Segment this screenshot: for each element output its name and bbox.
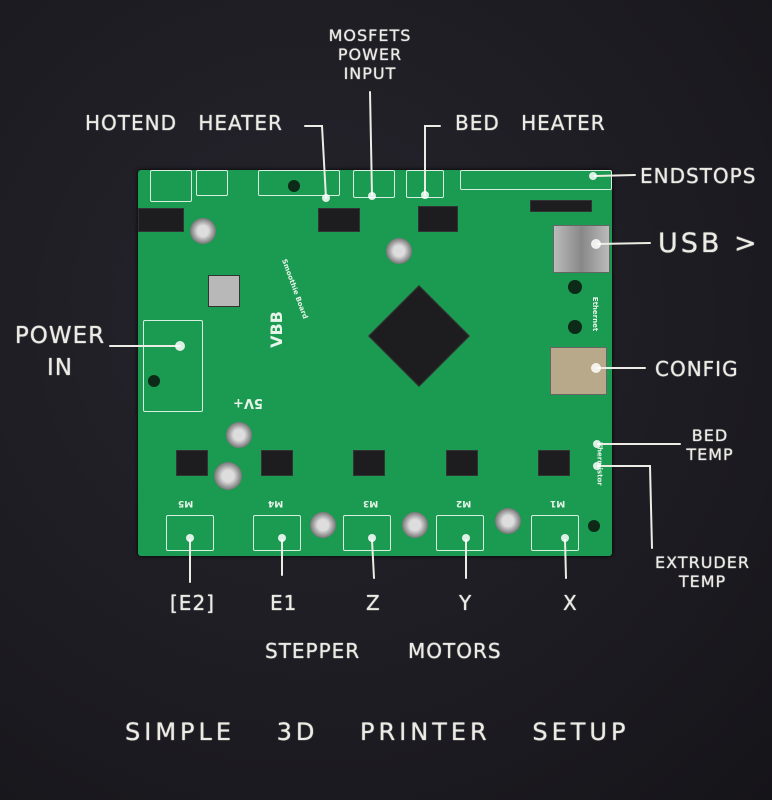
- connector: [150, 170, 192, 202]
- bed-temp-label: BED TEMP: [680, 426, 740, 464]
- mount-hole: [568, 320, 582, 334]
- pcb-board: VBB 5V+ Smoothie Board Ethernet Thermist…: [138, 170, 612, 556]
- motor-connector-e1: [253, 515, 301, 551]
- extruder-temp-pointer: [597, 465, 653, 549]
- hotend-connector: [258, 170, 340, 196]
- power-in-label: POWER IN: [10, 320, 110, 384]
- config-label: CONFIG: [655, 357, 739, 381]
- motor-connector-x: [531, 515, 579, 551]
- stepper-driver: [446, 450, 478, 476]
- stepper-driver: [538, 450, 570, 476]
- mount-hole: [568, 280, 582, 294]
- capacitor: [386, 238, 412, 264]
- mosfets-label: MOSFETS POWER INPUT: [315, 26, 425, 83]
- mount-hole: [588, 520, 600, 532]
- motor-connector-z: [343, 515, 391, 551]
- capacitor: [214, 462, 242, 490]
- stepper-driver: [176, 450, 208, 476]
- capacitor: [190, 218, 216, 244]
- endstop-headers: [460, 170, 612, 190]
- motor-x-label: X: [563, 591, 578, 615]
- power-in-line1: POWER: [14, 323, 106, 349]
- motor-connector-y: [436, 515, 484, 551]
- stepper-driver: [353, 450, 385, 476]
- mosfets-line2: POWER: [337, 45, 403, 64]
- motor-y-label: Y: [459, 591, 473, 615]
- bed-heater-label: BED HEATER: [455, 111, 606, 135]
- extruder-temp-line2: TEMP: [678, 572, 727, 591]
- motor-z-label: Z: [366, 591, 381, 615]
- hotend-pointer: [304, 125, 327, 199]
- extruder-temp-label: EXTRUDER TEMP: [640, 553, 765, 591]
- bed-heater-pointer: [424, 125, 441, 196]
- usb-label: USB >: [658, 228, 760, 259]
- bed-temp-line2: TEMP: [686, 445, 734, 464]
- power-input-connector: [143, 320, 203, 412]
- capacitor: [226, 422, 252, 448]
- bed-temp-line1: BED: [691, 426, 729, 445]
- extruder-temp-line1: EXTRUDER: [655, 553, 750, 572]
- hotend-heater-label: HOTEND HEATER: [85, 111, 283, 135]
- motor-e1-label: E1: [270, 591, 298, 615]
- capacitor: [495, 508, 521, 534]
- usb-port: [553, 225, 610, 273]
- connector: [196, 170, 228, 196]
- regulator: [208, 275, 240, 307]
- mosfet: [138, 208, 184, 232]
- stepper-driver: [261, 450, 293, 476]
- mosfet: [418, 206, 458, 232]
- stepper-label: STEPPER: [265, 639, 361, 663]
- mount-hole: [288, 180, 300, 192]
- capacitor: [402, 512, 428, 538]
- capacitor: [310, 512, 336, 538]
- z-pointer: [371, 539, 375, 579]
- endstops-label: ENDSTOPS: [640, 164, 757, 188]
- power-in-line2: IN: [47, 355, 73, 381]
- header: [530, 200, 592, 212]
- motors-label: MOTORS: [408, 639, 502, 663]
- page-title: SIMPLE 3D PRINTER SETUP: [125, 718, 630, 746]
- mosfet: [318, 208, 360, 232]
- x-pointer: [564, 539, 567, 579]
- endstops-pointer: [594, 174, 636, 177]
- mosfets-pointer: [369, 91, 373, 196]
- usb-pointer: [597, 242, 651, 245]
- mosfets-line3: INPUT: [343, 64, 397, 83]
- mount-hole: [148, 375, 160, 387]
- mosfets-line1: MOSFETS: [328, 26, 412, 45]
- motor-e2-label: [E2]: [170, 591, 215, 615]
